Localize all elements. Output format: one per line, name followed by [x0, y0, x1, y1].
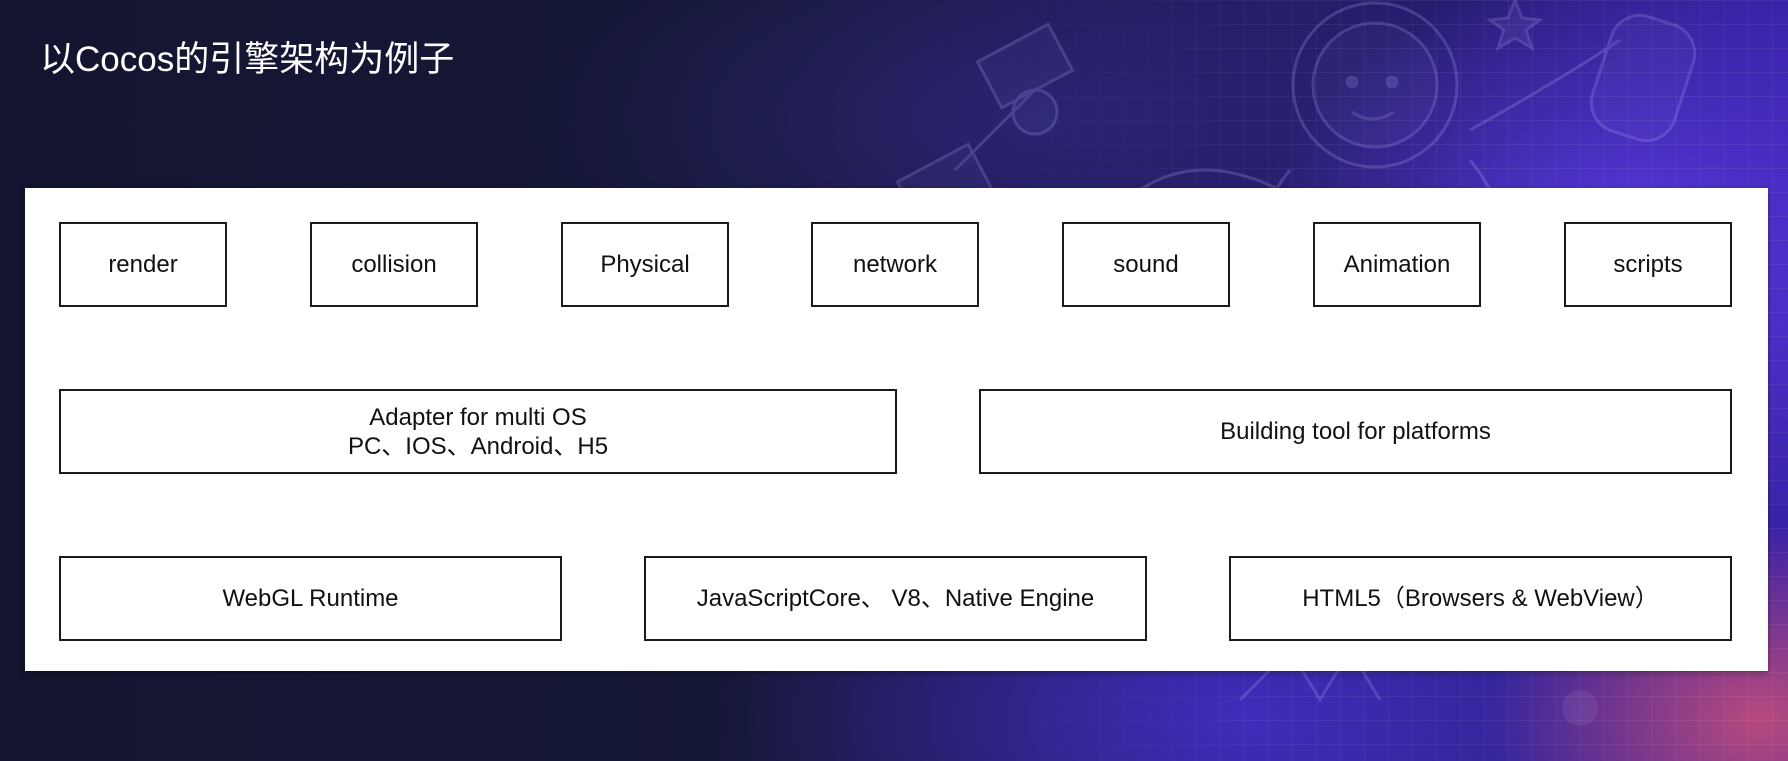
satellite-icon — [895, 22, 1075, 230]
astronaut-helmet-icon — [1291, 1, 1459, 169]
runtime-webgl: WebGL Runtime — [59, 556, 562, 641]
module-render: render — [59, 222, 227, 307]
moon-icon — [1562, 690, 1598, 726]
module-physical: Physical — [561, 222, 729, 307]
module-label: Physical — [600, 251, 690, 278]
module-network: network — [811, 222, 979, 307]
engine-architecture-diagram: render collision Physical network sound … — [25, 188, 1768, 671]
module-collision: collision — [310, 222, 478, 307]
module-label: render — [108, 251, 178, 278]
runtime-label: HTML5（Browsers & WebView） — [1302, 585, 1659, 612]
module-label: sound — [1113, 251, 1179, 278]
runtime-native: JavaScriptCore、 V8、Native Engine — [644, 556, 1147, 641]
module-label: collision — [351, 251, 437, 278]
slide-title: 以Cocos的引擎架构为例子 — [40, 40, 455, 79]
runtime-html5: HTML5（Browsers & WebView） — [1229, 556, 1732, 641]
module-label: network — [852, 251, 938, 278]
module-label: Animation — [1343, 251, 1451, 278]
adapter-block: Adapter for multi OS PC、IOS、Android、H5 — [59, 389, 897, 474]
building-tool-block: Building tool for platforms — [979, 389, 1732, 474]
module-scripts: scripts — [1564, 222, 1732, 307]
runtime-label: JavaScriptCore、 V8、Native Engine — [696, 585, 1095, 612]
runtime-label: WebGL Runtime — [222, 585, 399, 612]
adapter-platforms: PC、IOS、Android、H5 — [347, 432, 609, 460]
module-animation: Animation — [1313, 222, 1481, 307]
adapter-text: Adapter for multi OS PC、IOS、Android、H5 — [348, 403, 608, 461]
building-tool-label: Building tool for platforms — [1220, 418, 1491, 445]
adapter-title: Adapter for multi OS — [369, 403, 587, 431]
module-sound: sound — [1062, 222, 1230, 307]
star-icon — [1485, 0, 1545, 52]
module-label: scripts — [1613, 251, 1683, 278]
